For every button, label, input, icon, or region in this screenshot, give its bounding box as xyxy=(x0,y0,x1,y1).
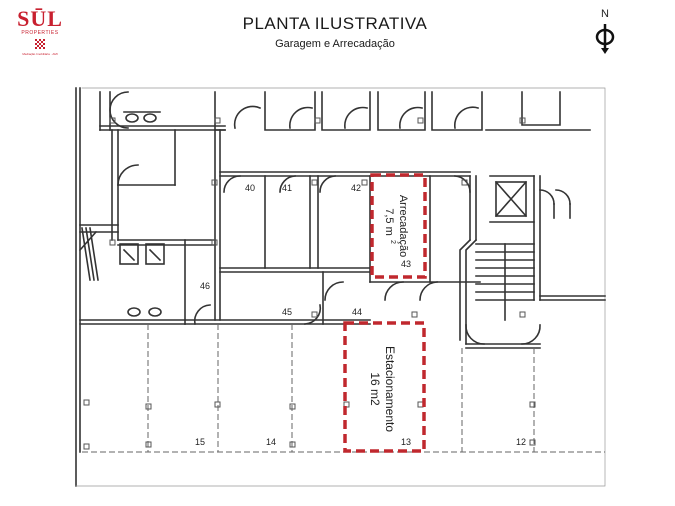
room-number: 41 xyxy=(282,183,292,193)
room-number: 45 xyxy=(282,307,292,317)
page-subtitle: Garagem e Arrecadação xyxy=(275,38,395,50)
room-number: 13 xyxy=(401,437,411,447)
storage-highlight[interactable] xyxy=(370,173,427,279)
room-number: 15 xyxy=(195,437,205,447)
storage-label: Arrecadação 7,5 m 2 xyxy=(383,195,409,257)
north-arrow: N xyxy=(590,8,624,54)
room-number: 42 xyxy=(351,183,361,193)
north-arrow-icon xyxy=(595,24,615,54)
north-label: N xyxy=(601,8,609,20)
logo-name: SŪL xyxy=(17,6,63,31)
parking-label-line1: Estacionamento xyxy=(383,346,397,432)
storage-label-sup: 2 xyxy=(389,240,396,244)
room-numbers: 40 41 42 43 44 45 46 15 14 13 12 xyxy=(195,183,526,447)
plan-walls xyxy=(75,87,606,487)
storage-label-line1: Arrecadação xyxy=(397,195,409,257)
room-number: 44 xyxy=(352,307,362,317)
logo-tagline: Mediação Imobiliária · AMI xyxy=(22,52,58,56)
parking-label-line2: 16 m2 xyxy=(368,372,382,406)
room-number: 40 xyxy=(245,183,255,193)
column-markers xyxy=(83,117,536,450)
room-number: 12 xyxy=(516,437,526,447)
page-title: PLANTA ILUSTRATIVA xyxy=(242,14,428,33)
company-logo: SŪL PROPERTIES Mediação Imobiliária · AM… xyxy=(14,8,66,66)
logo-subtitle: PROPERTIES xyxy=(21,30,59,36)
parking-label: Estacionamento 16 m2 xyxy=(368,346,397,432)
storage-label-line2: 7,5 m xyxy=(383,208,395,236)
room-number: 46 xyxy=(200,281,210,291)
room-number: 43 xyxy=(401,259,411,269)
parking-highlight[interactable] xyxy=(343,321,426,453)
room-number: 14 xyxy=(266,437,276,447)
logo-mark-icon xyxy=(35,39,45,49)
